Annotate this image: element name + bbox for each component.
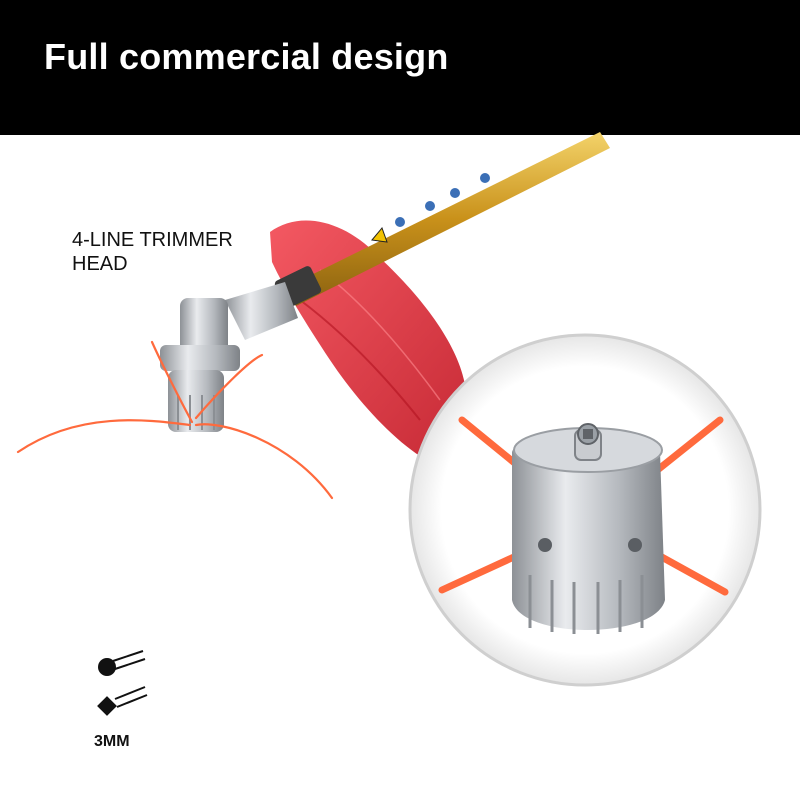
banner-title: Full commercial design (44, 36, 449, 77)
line-size-label: 3MM (94, 733, 130, 750)
small-trimmer-lines (16, 340, 334, 500)
round-line-icon (98, 650, 146, 676)
gearbox (160, 282, 298, 432)
product-label-line2: HEAD (72, 253, 128, 275)
zoom-detail (408, 333, 762, 687)
header-banner: Full commercial design (0, 0, 800, 135)
product-label: 4-LINE TRIMMER HEAD (72, 228, 233, 276)
square-line-icon (97, 686, 148, 716)
shaft (274, 132, 610, 308)
product-label-line1: 4-LINE TRIMMER (72, 229, 233, 251)
line-shape-icons (97, 650, 148, 716)
